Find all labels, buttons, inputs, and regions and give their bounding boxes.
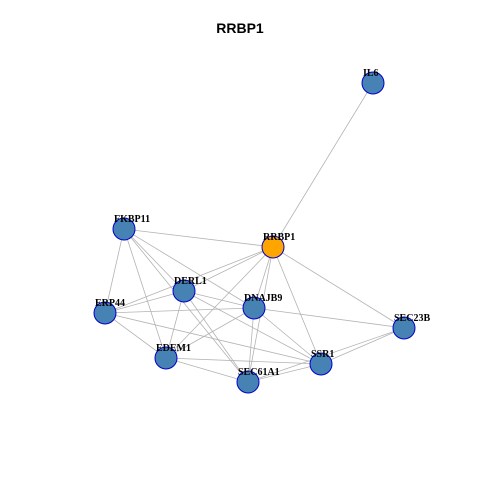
node-label-rrbp1: RRBP1 <box>263 232 295 243</box>
node-erp44 <box>93 301 117 325</box>
edge-fkbp11-sec61a1 <box>123 228 249 383</box>
node-label-sec23b: SEC23B <box>394 313 430 324</box>
edge-sec61a1-ssr1 <box>247 363 322 383</box>
edge-erp44-edem1 <box>104 312 167 359</box>
edge-il6-rrbp1 <box>272 82 374 248</box>
edge-fkbp11-derl1 <box>123 228 185 292</box>
edges-layer <box>104 82 405 383</box>
node-label-edem1: EDEM1 <box>156 343 191 354</box>
edge-dnajb9-erp44 <box>104 307 255 314</box>
node-label-il6: IL6 <box>363 68 379 79</box>
edge-derl1-sec61a1 <box>183 290 249 383</box>
nodes-layer <box>93 71 416 394</box>
edge-fkbp11-rrbp1 <box>123 228 274 248</box>
edge-derl1-edem1 <box>165 290 185 359</box>
node-sec61a1 <box>236 370 260 394</box>
node-sec23b <box>392 316 416 340</box>
node-dnajb9 <box>242 296 266 320</box>
node-derl1 <box>172 279 196 303</box>
edge-edem1-sec61a1 <box>165 357 249 383</box>
edge-erp44-ssr1 <box>104 312 322 365</box>
edge-dnajb9-sec23b <box>253 307 405 329</box>
edge-fkbp11-erp44 <box>104 228 125 314</box>
edge-rrbp1-sec23b <box>272 246 405 329</box>
edge-derl1-dnajb9 <box>183 290 255 309</box>
node-il6 <box>361 71 385 95</box>
edge-dnajb9-ssr1 <box>253 307 322 365</box>
edge-rrbp1-edem1 <box>165 246 274 359</box>
edge-rrbp1-derl1 <box>183 246 274 292</box>
edge-rrbp1-ssr1 <box>272 246 322 365</box>
node-label-derl1: DERL1 <box>174 276 207 287</box>
edge-dnajb9-sec61a1 <box>247 307 255 383</box>
edge-fkbp11-edem1 <box>123 228 167 359</box>
node-label-erp44: ERP44 <box>95 298 125 309</box>
edge-derl1-erp44 <box>104 290 185 314</box>
node-fkbp11 <box>112 217 136 241</box>
node-ssr1 <box>309 352 333 376</box>
node-label-sec61a1: SEC61A1 <box>238 367 280 378</box>
figure-title: RRBP1 <box>216 20 264 36</box>
edge-edem1-ssr1 <box>165 357 322 365</box>
node-label-ssr1: SSR1 <box>311 349 334 360</box>
edge-rrbp1-erp44 <box>104 246 274 314</box>
edge-ssr1-sec23b <box>320 327 405 365</box>
node-label-dnajb9: DNAJB9 <box>244 293 282 304</box>
node-edem1 <box>154 346 178 370</box>
edge-dnajb9-edem1 <box>165 307 255 359</box>
edge-fkbp11-dnajb9 <box>123 228 255 309</box>
node-label-fkbp11: FKBP11 <box>114 214 150 225</box>
node-rrbp1 <box>261 235 285 259</box>
